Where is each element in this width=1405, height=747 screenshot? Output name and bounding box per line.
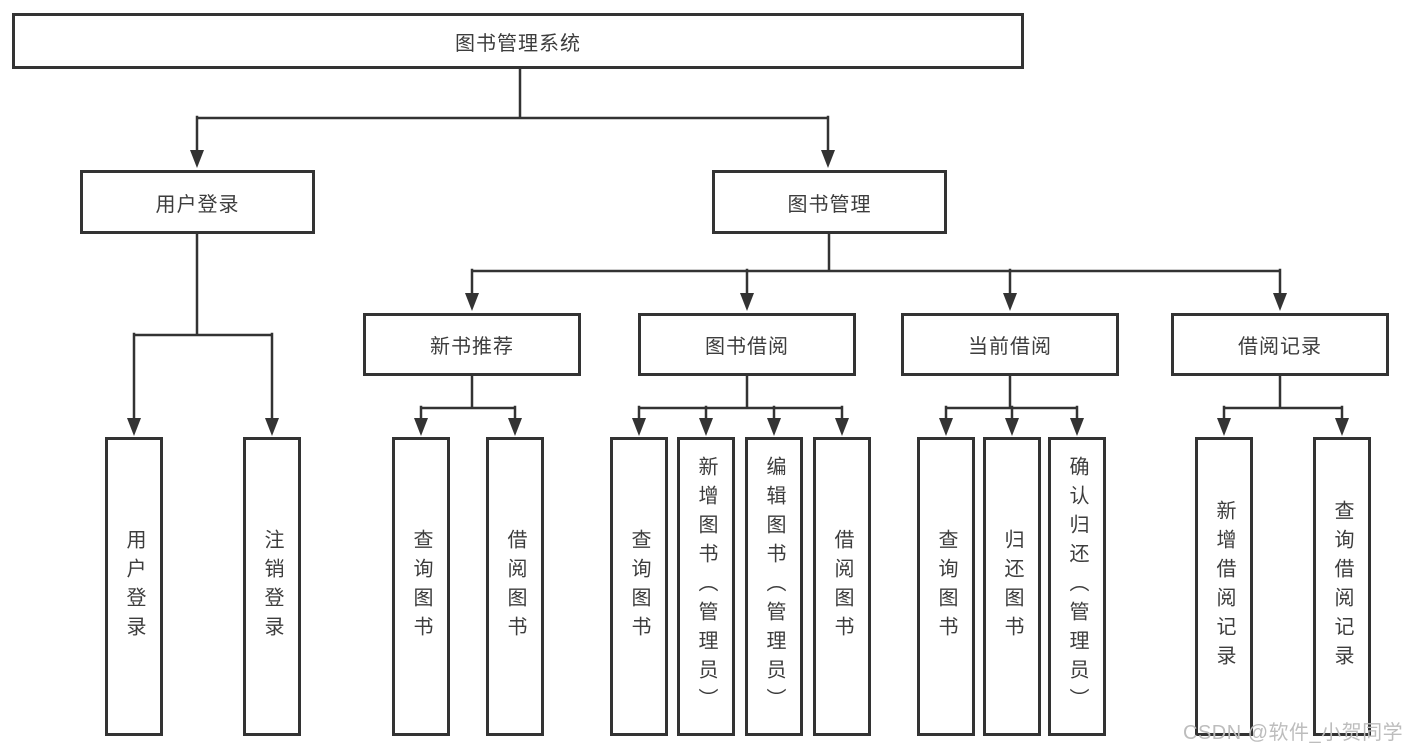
leaf-confirm-return-admin: 确认归还（管理员） <box>1048 437 1106 736</box>
leaf-query-books-recommend-label: 查询图书 <box>410 528 432 645</box>
leaf-query-books-current-label: 查询图书 <box>935 528 957 645</box>
leaf-add-book-admin: 新增图书（管理员） <box>677 437 735 736</box>
leaf-borrow-books: 借阅图书 <box>813 437 871 736</box>
leaf-query-borrow-record: 查询借阅记录 <box>1313 437 1371 736</box>
node-new-book-recommend-label: 新书推荐 <box>430 336 514 358</box>
leaf-add-borrow-record: 新增借阅记录 <box>1195 437 1253 736</box>
leaf-edit-book-admin: 编辑图书（管理员） <box>745 437 803 736</box>
node-current-borrow-label: 当前借阅 <box>968 336 1052 358</box>
node-book-borrow: 图书借阅 <box>638 313 856 376</box>
node-new-book-recommend: 新书推荐 <box>363 313 581 376</box>
leaf-query-books-borrow: 查询图书 <box>610 437 668 736</box>
leaf-add-borrow-record-label: 新增借阅记录 <box>1213 499 1235 674</box>
leaf-query-books-current: 查询图书 <box>917 437 975 736</box>
leaf-confirm-return-admin-label: 确认归还（管理员） <box>1066 456 1088 717</box>
node-user-login: 用户登录 <box>80 170 315 234</box>
leaf-query-books-borrow-label: 查询图书 <box>628 528 650 645</box>
leaf-user-login: 用户登录 <box>105 437 163 736</box>
leaf-logout-label: 注销登录 <box>261 528 283 645</box>
node-book-borrow-label: 图书借阅 <box>705 336 789 358</box>
node-borrow-records: 借阅记录 <box>1171 313 1389 376</box>
leaf-borrow-books-label: 借阅图书 <box>831 528 853 645</box>
leaf-edit-book-admin-label: 编辑图书（管理员） <box>763 456 785 717</box>
leaf-query-borrow-record-label: 查询借阅记录 <box>1331 499 1353 674</box>
leaf-logout: 注销登录 <box>243 437 301 736</box>
leaf-query-books-recommend: 查询图书 <box>392 437 450 736</box>
root-node-label: 图书管理系统 <box>455 32 581 55</box>
root-node: 图书管理系统 <box>12 13 1024 69</box>
leaf-borrow-books-recommend-label: 借阅图书 <box>504 528 526 645</box>
leaf-user-login-label: 用户登录 <box>123 528 145 645</box>
node-current-borrow: 当前借阅 <box>901 313 1119 376</box>
watermark: CSDN @软件_小贺同学 <box>1183 722 1404 744</box>
leaf-borrow-books-recommend: 借阅图书 <box>486 437 544 736</box>
leaf-return-book: 归还图书 <box>983 437 1041 736</box>
node-book-management: 图书管理 <box>712 170 947 234</box>
leaf-return-book-label: 归还图书 <box>1001 528 1023 645</box>
node-user-login-label: 用户登录 <box>155 193 240 216</box>
node-book-management-label: 图书管理 <box>787 193 872 216</box>
node-borrow-records-label: 借阅记录 <box>1238 336 1322 358</box>
leaf-add-book-admin-label: 新增图书（管理员） <box>695 456 717 717</box>
